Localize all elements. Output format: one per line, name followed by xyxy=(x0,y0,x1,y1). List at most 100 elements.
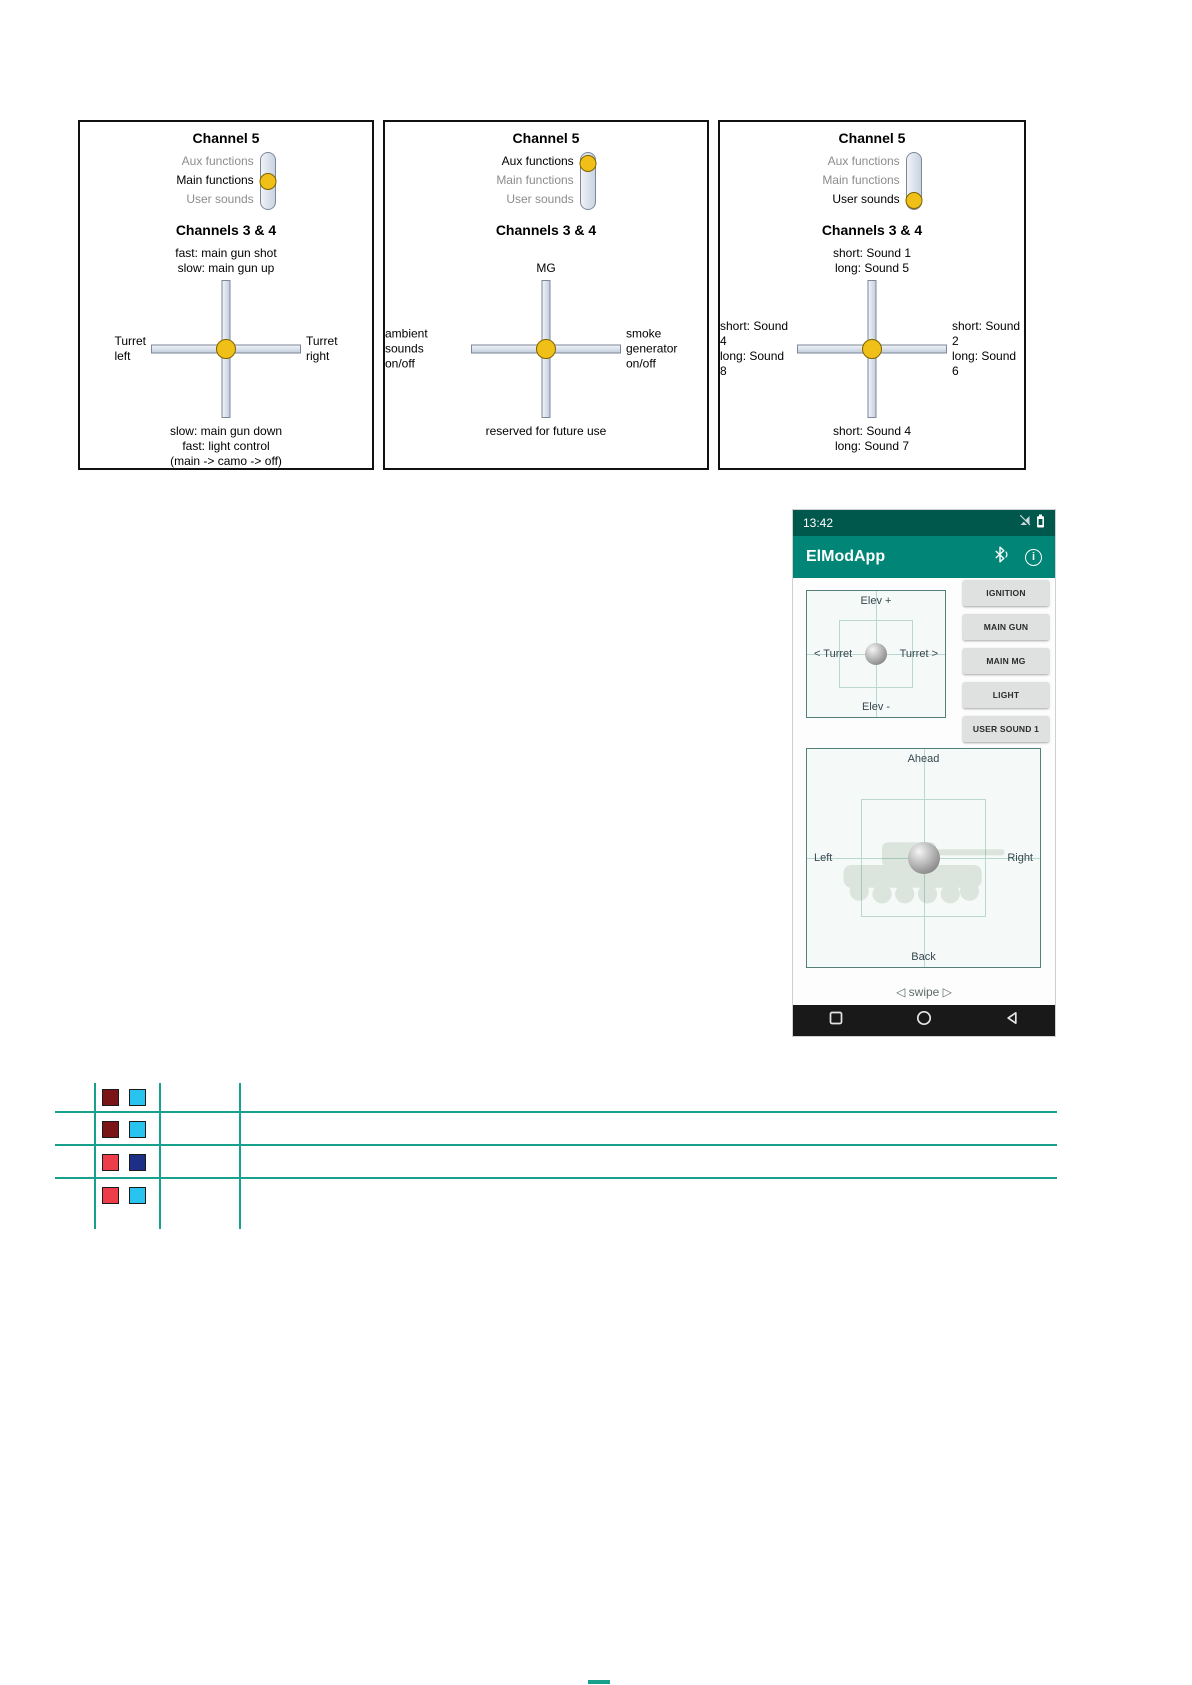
channel5-slider: Aux functions Main functions User sounds xyxy=(80,152,372,210)
slider-label-aux: Aux functions xyxy=(827,154,900,168)
android-nav-bar xyxy=(793,1005,1055,1036)
slider-knob xyxy=(259,173,277,190)
stick-cross-diagram: short: Sound 4 long: Sound 8 short: Soun… xyxy=(720,280,1024,418)
slider-label-user: User sounds xyxy=(186,192,254,206)
table-hline-3 xyxy=(55,1177,1057,1179)
slider-label-aux: Aux functions xyxy=(501,154,574,168)
tank-watermark-image xyxy=(807,749,1040,967)
turret-pad-label-down: Elev - xyxy=(861,701,891,713)
table-vline-3 xyxy=(239,1083,241,1229)
cross-center-knob xyxy=(862,339,882,359)
app-content: Elev + < Turret Turret > Elev - IGNITION… xyxy=(793,578,1055,1005)
drive-joystick-pad[interactable]: Ahead Left Right Back xyxy=(806,748,1041,968)
cross-bottom-label: reserved for future use xyxy=(485,424,607,438)
drive-joystick-ball[interactable] xyxy=(907,842,940,874)
figure-channel5-user-sounds: Channel 5 Aux functions Main functions U… xyxy=(718,120,1026,470)
channel5-slider: Aux functions Main functions User sounds xyxy=(720,152,1024,210)
elmodapp-phone-screenshot: 13:42 ElModApp i xyxy=(793,510,1055,1036)
figure-channel5-main-functions: Channel 5 Aux functions Main functions U… xyxy=(78,120,374,470)
slider-track xyxy=(579,152,597,210)
slider-knob xyxy=(905,192,923,209)
slider-label-user: User sounds xyxy=(832,192,900,206)
wire-color-swatch xyxy=(102,1154,119,1171)
main-gun-button[interactable]: MAIN GUN xyxy=(963,614,1049,640)
stick-cross-diagram: ambient sounds on/off smoke generator on… xyxy=(385,280,707,418)
figure-channel5-aux-functions: Channel 5 Aux functions Main functions U… xyxy=(383,120,709,470)
app-title: ElModApp xyxy=(806,548,886,565)
cross-right-label: Turret right xyxy=(306,334,338,363)
turret-joystick-pad[interactable]: Elev + < Turret Turret > Elev - xyxy=(806,590,946,718)
wire-color-swatch xyxy=(102,1089,119,1106)
user-sound-1-button[interactable]: USER SOUND 1 xyxy=(963,716,1049,742)
cross-top-label-wrap: short: Sound 1 long: Sound 5 xyxy=(720,246,1024,276)
channel5-title: Channel 5 xyxy=(192,130,260,146)
slider-labels: Aux functions Main functions User sounds xyxy=(822,152,899,209)
cross-left-label: short: Sound 4 long: Sound 8 xyxy=(720,319,789,378)
wire-color-swatch xyxy=(129,1154,146,1171)
slider-knob xyxy=(579,155,597,172)
slider-label-aux: Aux functions xyxy=(181,154,254,168)
cross-left-label: Turret left xyxy=(114,334,146,363)
cross-center-knob xyxy=(216,339,236,359)
drive-pad-label-right: Right xyxy=(1007,852,1033,864)
battery-icon xyxy=(1036,514,1045,533)
stick-cross-diagram: Turret left Turret right xyxy=(80,280,372,418)
slider-track xyxy=(259,152,277,210)
android-status-bar: 13:42 xyxy=(793,510,1055,536)
home-circle-icon[interactable] xyxy=(916,1010,932,1031)
recents-square-icon[interactable] xyxy=(829,1011,843,1030)
slider-label-main: Main functions xyxy=(496,173,574,187)
status-time: 13:42 xyxy=(803,516,834,530)
channel5-title: Channel 5 xyxy=(512,130,580,146)
swipe-hint[interactable]: ◁ swipe ▷ xyxy=(896,985,952,999)
light-button[interactable]: LIGHT xyxy=(963,682,1049,708)
cross-right-label: smoke generator on/off xyxy=(626,326,678,371)
cross-bottom-label: short: Sound 4 long: Sound 7 xyxy=(832,424,912,453)
channel5-title: Channel 5 xyxy=(838,130,906,146)
cross-center-knob xyxy=(536,339,556,359)
drive-pad-label-ahead: Ahead xyxy=(907,753,940,765)
wire-color-swatch xyxy=(102,1121,119,1138)
cross-top-label: fast: main gun shot slow: main gun up xyxy=(175,246,277,275)
cross-top-label-wrap: MG xyxy=(385,246,707,276)
channels34-title: Channels 3 & 4 xyxy=(495,222,597,238)
turret-pad-label-left: < Turret xyxy=(814,648,853,660)
table-hline-2 xyxy=(55,1144,1057,1146)
cross-top-label: MG xyxy=(536,261,556,275)
main-mg-button[interactable]: MAIN MG xyxy=(963,648,1049,674)
slider-label-main: Main functions xyxy=(822,173,900,187)
slider-label-user: User sounds xyxy=(506,192,574,206)
channels34-title: Channels 3 & 4 xyxy=(821,222,923,238)
slider-track xyxy=(905,152,923,210)
function-button-column: IGNITION MAIN GUN MAIN MG LIGHT USER SOU… xyxy=(963,580,1049,750)
cross-bottom-label: slow: main gun down fast: light control … xyxy=(169,424,283,468)
cross-top-label: short: Sound 1 long: Sound 5 xyxy=(832,246,912,275)
app-bar: ElModApp i xyxy=(793,536,1055,578)
wire-color-swatch xyxy=(102,1187,119,1204)
drive-pad-label-back: Back xyxy=(911,951,936,963)
bluetooth-icon[interactable] xyxy=(993,546,1009,568)
channels34-title: Channels 3 & 4 xyxy=(175,222,277,238)
table-vline-1 xyxy=(94,1083,96,1229)
turret-joystick-ball[interactable] xyxy=(865,643,887,665)
channel5-slider: Aux functions Main functions User sounds xyxy=(385,152,707,210)
cross-top-label-wrap: fast: main gun shot slow: main gun up xyxy=(80,246,372,276)
slider-labels: Aux functions Main functions User sounds xyxy=(496,152,573,209)
table-vline-2 xyxy=(159,1083,161,1229)
table-hline-1 xyxy=(55,1111,1057,1113)
no-signal-icon xyxy=(1018,514,1031,532)
cross-right-label: short: Sound 2 long: Sound 6 xyxy=(952,319,1021,378)
back-triangle-icon[interactable] xyxy=(1005,1011,1019,1030)
turret-pad-label-up: Elev + xyxy=(860,595,892,607)
page-bottom-mark xyxy=(588,1680,610,1684)
wire-color-swatch xyxy=(129,1089,146,1106)
ignition-button[interactable]: IGNITION xyxy=(963,580,1049,606)
turret-pad-label-right: Turret > xyxy=(899,648,938,660)
drive-pad-label-left: Left xyxy=(814,852,833,864)
slider-label-main: Main functions xyxy=(176,173,254,187)
wire-color-swatch xyxy=(129,1187,146,1204)
wire-color-swatch xyxy=(129,1121,146,1138)
info-icon[interactable]: i xyxy=(1025,548,1042,566)
slider-labels: Aux functions Main functions User sounds xyxy=(176,152,253,209)
